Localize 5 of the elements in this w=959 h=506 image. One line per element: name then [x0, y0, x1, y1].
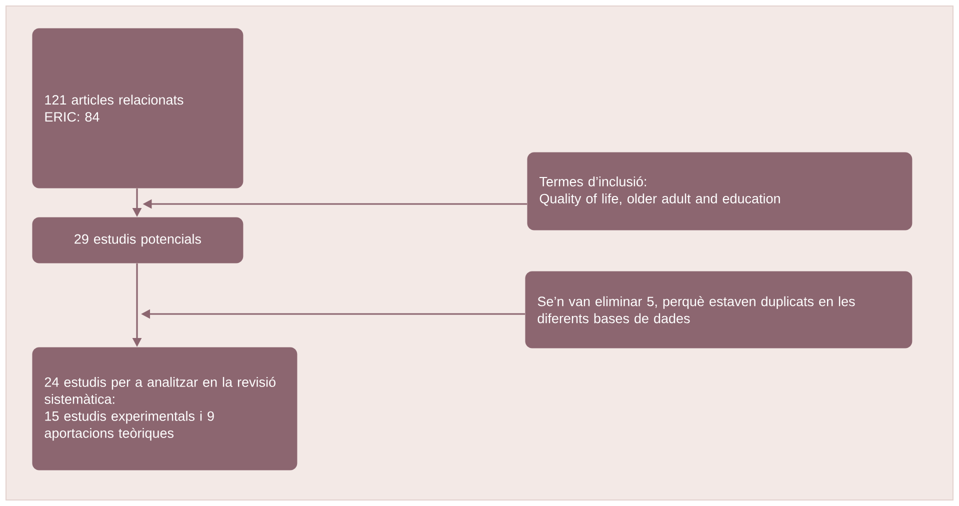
process-box: 121 articles relacionats ERIC: 84 — [32, 28, 244, 188]
process-box: Se’n van eliminar 5, perquè estaven duplicats en les diferents bases de dades — [525, 271, 912, 348]
process-box: Termes d’inclusió: Quality of life, older adult and education — [527, 152, 912, 230]
process-box: 24 estudis per a analitzar en la revisió sistemàtica: 15 estudis experimentals i 9 aportacions teòriques — [32, 347, 298, 470]
process-box: 29 estudis potencials — [32, 217, 244, 264]
